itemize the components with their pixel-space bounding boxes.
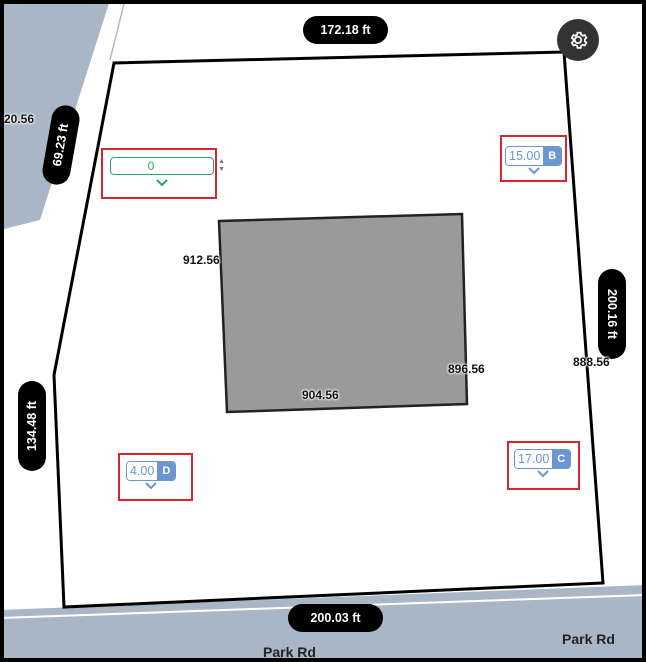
road-label: Park Rd bbox=[263, 644, 316, 660]
stepper-arrows[interactable]: ▲▼ bbox=[218, 158, 225, 173]
highlight-box-b bbox=[500, 135, 567, 182]
elevation-right-edge: 888.56 bbox=[573, 355, 610, 369]
house-footprint bbox=[217, 212, 469, 414]
dimension-bottom[interactable]: 200.03 ft bbox=[288, 604, 383, 632]
marker-letter: C bbox=[552, 450, 571, 468]
marker-letter: D bbox=[157, 462, 176, 480]
grade-input[interactable]: 0 ▲▼ bbox=[110, 157, 225, 175]
elevation-house-right: 896.56 bbox=[448, 362, 485, 376]
marker-letter: B bbox=[543, 147, 562, 165]
chevron-down-icon[interactable] bbox=[536, 469, 550, 478]
dimension-right[interactable]: 200.16 ft bbox=[598, 269, 626, 359]
marker-d[interactable]: 4.00 D bbox=[126, 461, 177, 490]
road-label: Park Rd bbox=[562, 631, 615, 647]
dimension-top[interactable]: 172.18 ft bbox=[303, 16, 388, 44]
highlight-box-c bbox=[507, 441, 580, 490]
settings-button[interactable] bbox=[557, 19, 599, 61]
highlight-box-d bbox=[118, 453, 193, 501]
elevation-left-edge: 20.56 bbox=[4, 112, 35, 126]
gear-icon bbox=[570, 31, 588, 49]
marker-value: 17.00 bbox=[515, 450, 553, 468]
dimension-left[interactable]: 134.48 ft bbox=[18, 381, 46, 471]
marker-b[interactable]: 15.00 B bbox=[505, 146, 563, 175]
elevation-house-bottom: 904.56 bbox=[302, 388, 339, 402]
chevron-down-icon[interactable] bbox=[155, 178, 169, 187]
marker-value: 4.00 bbox=[127, 462, 158, 480]
lot-outline bbox=[52, 50, 605, 609]
grade-editor[interactable]: 0 ▲▼ bbox=[110, 157, 225, 187]
marker-value: 15.00 bbox=[506, 147, 544, 165]
road-edge-line bbox=[109, 0, 126, 61]
highlight-box-editor bbox=[101, 148, 217, 199]
chevron-down-icon[interactable] bbox=[527, 166, 541, 175]
marker-c[interactable]: 17.00 C bbox=[514, 449, 572, 478]
chevron-down-icon[interactable] bbox=[144, 481, 158, 490]
elevation-house-top-left: 912.56 bbox=[183, 253, 220, 267]
